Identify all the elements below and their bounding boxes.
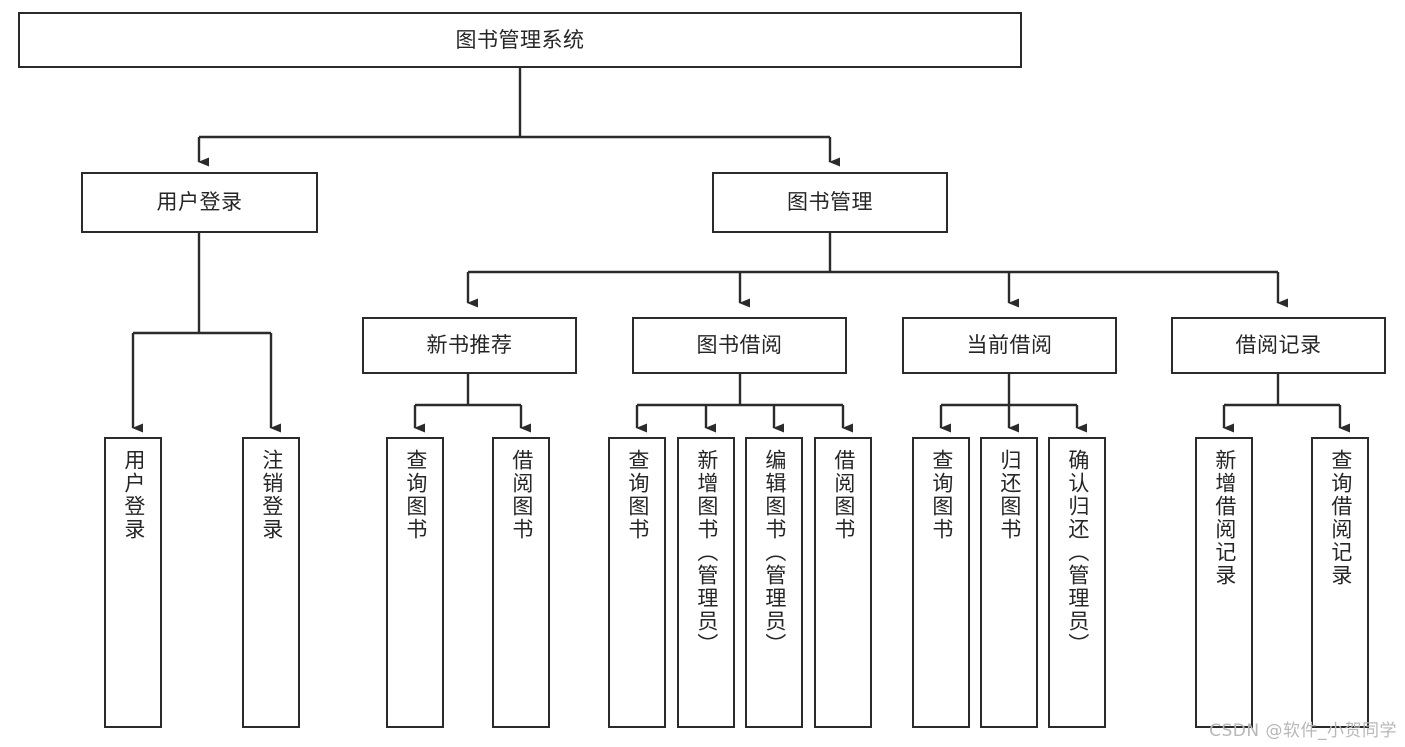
node-new-book-recommend-label: 新书推荐 xyxy=(426,333,513,358)
leaf-query-borrow-record-label: 查询借阅记录 xyxy=(1328,449,1353,587)
leaf-borrow-book-label: 借阅图书 xyxy=(831,449,856,541)
leaf-query-book-current[interactable]: 查询图书 xyxy=(912,437,970,728)
leaf-query-book-newbook-label: 查询图书 xyxy=(403,449,428,541)
leaf-logout-label: 注销登录 xyxy=(259,449,284,541)
node-book-management-label: 图书管理 xyxy=(787,190,873,215)
node-book-management[interactable]: 图书管理 xyxy=(712,172,948,233)
node-user-login[interactable]: 用户登录 xyxy=(81,172,318,233)
node-current-borrow[interactable]: 当前借阅 xyxy=(902,317,1117,374)
node-root-label: 图书管理系统 xyxy=(455,27,585,52)
leaf-query-book-newbook[interactable]: 查询图书 xyxy=(386,437,444,728)
node-root[interactable]: 图书管理系统 xyxy=(18,12,1022,68)
leaf-user-login-label: 用户登录 xyxy=(121,449,146,541)
leaf-borrow-book[interactable]: 借阅图书 xyxy=(814,437,872,728)
leaf-query-book-current-label: 查询图书 xyxy=(929,449,954,541)
leaf-add-book-admin[interactable]: 新增图书（管理员） xyxy=(677,437,735,728)
leaf-add-book-admin-label: 新增图书（管理员） xyxy=(694,449,719,656)
leaf-edit-book-admin-label: 编辑图书（管理员） xyxy=(762,449,787,656)
leaf-borrow-book-newbook[interactable]: 借阅图书 xyxy=(492,437,550,728)
leaf-query-borrow-record[interactable]: 查询借阅记录 xyxy=(1311,437,1369,728)
leaf-logout[interactable]: 注销登录 xyxy=(242,437,300,728)
node-book-borrow[interactable]: 图书借阅 xyxy=(632,317,847,374)
node-user-login-label: 用户登录 xyxy=(156,190,243,215)
node-current-borrow-label: 当前借阅 xyxy=(966,333,1053,358)
leaf-edit-book-admin[interactable]: 编辑图书（管理员） xyxy=(745,437,803,728)
leaf-return-book[interactable]: 归还图书 xyxy=(980,437,1038,728)
leaf-user-login[interactable]: 用户登录 xyxy=(104,437,162,728)
node-book-borrow-label: 图书借阅 xyxy=(696,333,783,358)
node-new-book-recommend[interactable]: 新书推荐 xyxy=(362,317,577,374)
leaf-return-book-label: 归还图书 xyxy=(997,449,1022,541)
leaf-add-borrow-record-label: 新增借阅记录 xyxy=(1212,449,1237,587)
leaf-add-borrow-record[interactable]: 新增借阅记录 xyxy=(1195,437,1253,728)
leaf-query-book-borrow-label: 查询图书 xyxy=(625,449,650,541)
node-borrow-records[interactable]: 借阅记录 xyxy=(1171,317,1386,374)
leaf-borrow-book-newbook-label: 借阅图书 xyxy=(509,449,534,541)
leaf-query-book-borrow[interactable]: 查询图书 xyxy=(608,437,666,728)
leaf-confirm-return-admin-label: 确认归还（管理员） xyxy=(1065,449,1090,656)
node-borrow-records-label: 借阅记录 xyxy=(1235,333,1322,358)
leaf-confirm-return-admin[interactable]: 确认归还（管理员） xyxy=(1048,437,1106,728)
